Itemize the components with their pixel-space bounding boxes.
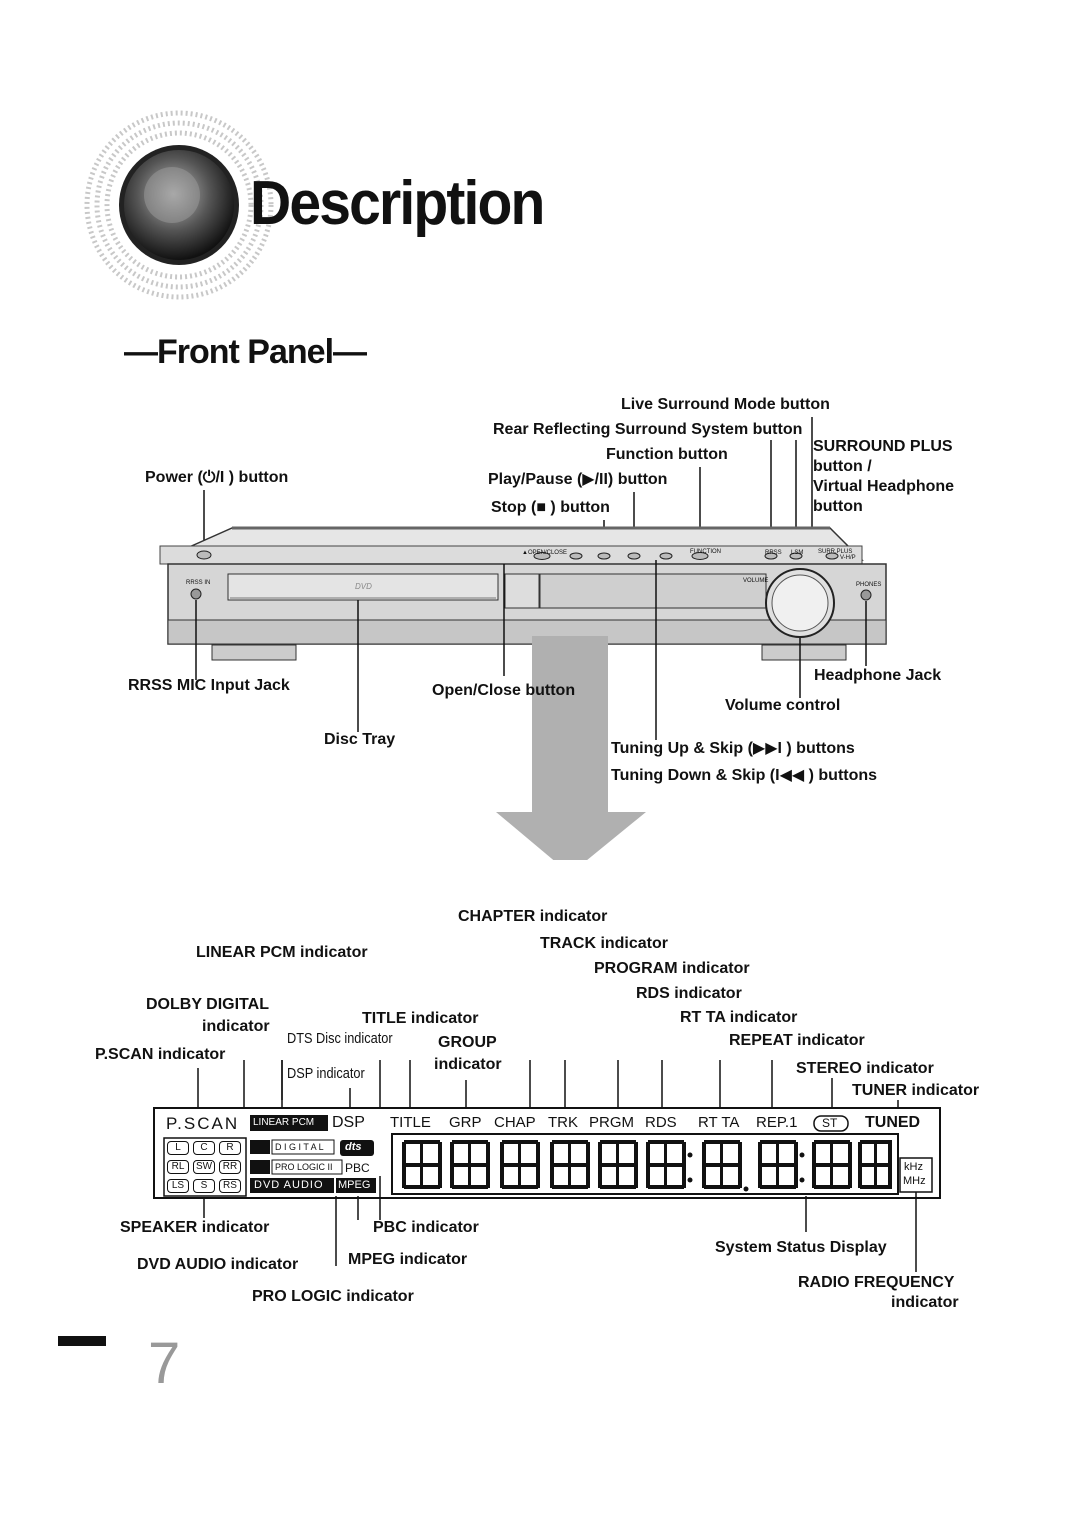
page-title: Description xyxy=(250,169,545,238)
panel-rds-text: RDS xyxy=(645,1114,677,1131)
power-label: Power (⏻/I ) button xyxy=(145,469,289,486)
rear-reflecting-label: Rear Reflecting Surround System button xyxy=(493,421,803,438)
device-phones-text: PHONES xyxy=(856,582,882,588)
front-panel-illustration xyxy=(159,417,887,860)
stereo-indicator-label: STEREO indicator xyxy=(796,1060,934,1077)
panel-dsp-text: DSP xyxy=(332,1114,365,1131)
play-pause-label: Play/Pause (▶/II) button xyxy=(488,471,668,488)
page-number-bar xyxy=(58,1336,106,1346)
panel-tuned-text: TUNED xyxy=(865,1114,921,1131)
function-label: Function button xyxy=(606,446,728,463)
speaker-logo-icon xyxy=(84,100,274,310)
rds-indicator-label: RDS indicator xyxy=(636,985,742,1002)
dts-disc-indicator-label: DTS Disc indicator xyxy=(287,1030,393,1047)
device-volume-text: VOLUME xyxy=(743,578,769,584)
pbc-indicator-label: PBC indicator xyxy=(373,1219,479,1236)
linear-pcm-indicator-label: LINEAR PCM indicator xyxy=(196,944,368,961)
surround-plus-label-3: Virtual Headphone xyxy=(813,478,955,495)
panel-rt-ta-text: RT TA xyxy=(698,1114,740,1131)
tuner-indicator-label: TUNER indicator xyxy=(852,1082,980,1099)
pro-logic-indicator-label: PRO LOGIC indicator xyxy=(252,1288,414,1305)
title-indicator-label: TITLE indicator xyxy=(362,1010,479,1027)
panel-trk-text: TRK xyxy=(548,1114,578,1131)
panel-title-text: TITLE xyxy=(390,1114,431,1131)
panel-pbc-text: PBC xyxy=(345,1161,370,1175)
page-number: 7 xyxy=(148,1331,181,1396)
chapter-indicator-label: CHAPTER indicator xyxy=(458,908,608,925)
radio-frequency-label-1: RADIO FREQUENCY xyxy=(798,1274,955,1291)
panel-st-text: ST xyxy=(822,1116,838,1130)
surround-plus-label-1: SURROUND PLUS xyxy=(813,438,953,455)
panel-pscan-text: P.SCAN xyxy=(166,1114,240,1133)
panel-linear-pcm-text: LINEAR PCM xyxy=(253,1117,315,1128)
device-surr-plus-text: SURR.PLUS xyxy=(818,549,853,555)
device-vhp-text: V-H/P xyxy=(840,555,856,561)
device-rrss-text: RRSS xyxy=(765,550,782,556)
panel-dvd-audio-text: DVD AUDIO xyxy=(254,1179,324,1191)
rt-ta-indicator-label: RT TA indicator xyxy=(680,1009,798,1026)
open-close-label: Open/Close button xyxy=(432,682,576,699)
group-indicator-label-2: indicator xyxy=(434,1056,502,1073)
surround-plus-label-4: button xyxy=(813,498,863,515)
mpeg-indicator-label: MPEG indicator xyxy=(348,1251,468,1268)
device-rrss-in-text: RRSS IN xyxy=(186,580,211,586)
display-panel-illustration xyxy=(153,1060,941,1272)
speaker-box-l: L xyxy=(167,1141,189,1155)
panel-pro-logic-text: PRO LOGIC II xyxy=(275,1162,333,1172)
speaker-indicator-label: SPEAKER indicator xyxy=(120,1219,270,1236)
headphone-label: Headphone Jack xyxy=(814,667,942,684)
dolby-digital-label-2: indicator xyxy=(202,1018,270,1035)
repeat-indicator-label: REPEAT indicator xyxy=(729,1032,865,1049)
dolby-digital-label-1: DOLBY DIGITAL xyxy=(146,996,269,1013)
panel-rep1-text: REP.1 xyxy=(756,1114,798,1131)
panel-mpeg-text: MPEG xyxy=(338,1179,371,1191)
speaker-box-rs: RS xyxy=(219,1179,241,1193)
disc-tray-label: Disc Tray xyxy=(324,731,396,748)
tuning-down-label: Tuning Down & Skip (I◀◀ ) buttons xyxy=(611,767,878,784)
device-open-close-text: ▲OPEN/CLOSE xyxy=(522,550,567,556)
panel-khz-text: kHz xyxy=(904,1161,923,1173)
system-status-label: System Status Display xyxy=(715,1239,887,1256)
device-dvd-logo: DVD xyxy=(355,582,372,591)
speaker-box-sw: SW xyxy=(193,1160,215,1174)
section-title: —Front Panel— xyxy=(124,333,367,371)
stop-label: Stop (■ ) button xyxy=(491,499,610,516)
panel-dts-text: dts xyxy=(345,1141,362,1153)
tuning-up-label: Tuning Up & Skip (▶▶I ) buttons xyxy=(611,740,855,757)
group-indicator-label-1: GROUP xyxy=(438,1034,497,1051)
speaker-box-s: S xyxy=(193,1179,215,1193)
speaker-box-rr: RR xyxy=(219,1160,241,1174)
live-surround-label: Live Surround Mode button xyxy=(621,396,830,413)
device-lsm-text: LSM xyxy=(791,550,804,556)
program-indicator-label: PROGRAM indicator xyxy=(594,960,750,977)
panel-prgm-text: PRGM xyxy=(589,1114,634,1131)
rrss-mic-label: RRSS MIC Input Jack xyxy=(128,677,290,694)
panel-chap-text: CHAP xyxy=(494,1114,536,1131)
speaker-box-rl: RL xyxy=(167,1160,189,1174)
speaker-box-ls: LS xyxy=(167,1179,189,1193)
radio-frequency-label-2: indicator xyxy=(891,1294,959,1311)
pscan-indicator-label: P.SCAN indicator xyxy=(95,1046,226,1063)
device-function-text: FUNCTION xyxy=(690,549,721,555)
track-indicator-label: TRACK indicator xyxy=(540,935,668,952)
dvd-audio-indicator-label: DVD AUDIO indicator xyxy=(137,1256,299,1273)
panel-mhz-text: MHz xyxy=(903,1175,926,1187)
dsp-indicator-label: DSP indicator xyxy=(287,1065,365,1082)
volume-label: Volume control xyxy=(725,697,841,714)
panel-digital-text: D I G I T A L xyxy=(275,1142,324,1152)
speaker-box-c: C xyxy=(193,1141,215,1155)
panel-grp-text: GRP xyxy=(449,1114,482,1131)
surround-plus-label-2: button / xyxy=(813,458,872,475)
speaker-box-r: R xyxy=(219,1141,241,1155)
